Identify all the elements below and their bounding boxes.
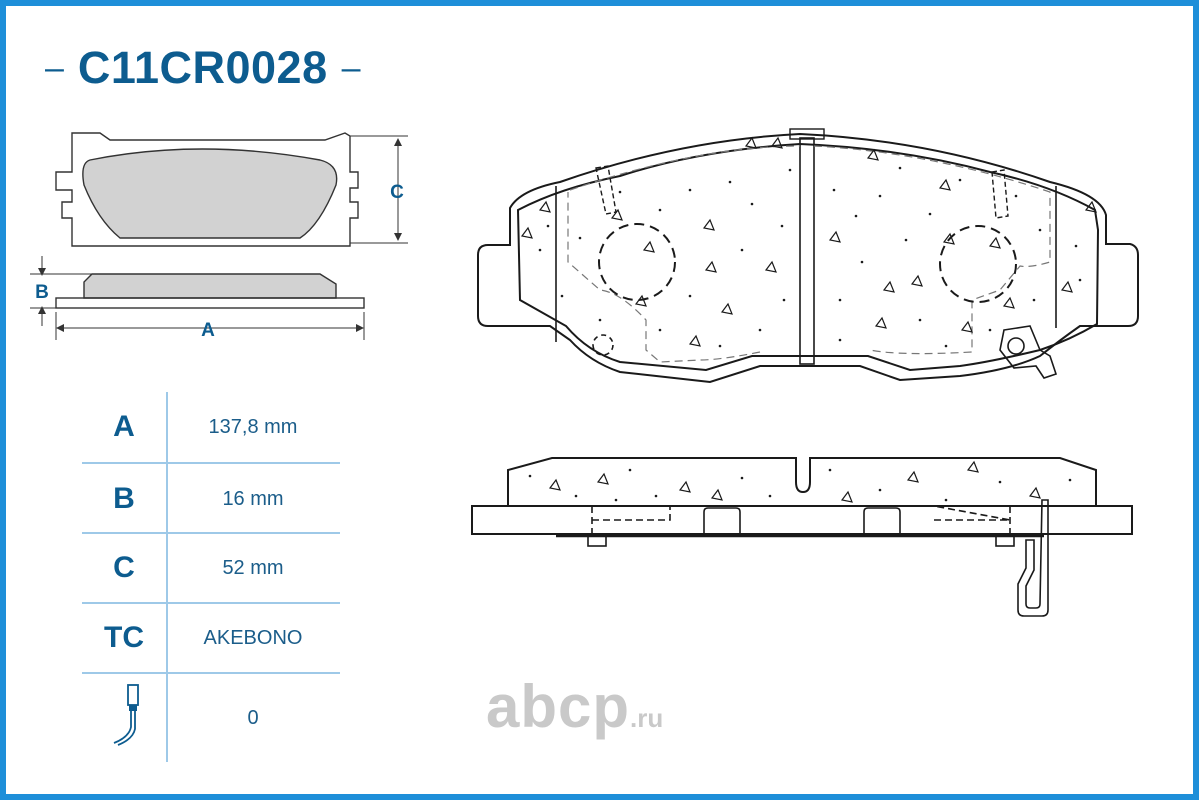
spec-row-tc: TC AKEBONO [82, 604, 340, 672]
dimension-label-c: C [390, 182, 404, 203]
spec-table-divider [166, 392, 168, 762]
spec-separator [82, 462, 340, 464]
spec-key: TC [104, 621, 144, 654]
watermark-logo: abcp .ru [486, 672, 663, 741]
side-view-dots [528, 468, 1072, 502]
watermark-main: abcp [486, 673, 631, 740]
spec-separator [82, 672, 340, 674]
friction-material-dots [538, 166, 1082, 348]
watermark-tld: .ru [630, 703, 664, 733]
spec-table: A 137,8 mm B 16 mm C 52 mm TC AKEBONO 0 [82, 392, 340, 762]
spec-separator [82, 532, 340, 534]
dimension-label-a: A [201, 320, 215, 341]
schematic-front-view [55, 132, 408, 247]
spec-value: 0 [247, 706, 259, 729]
spec-value: 52 mm [222, 556, 284, 579]
spec-row-a: A 137,8 mm [82, 392, 340, 462]
page-title: – C11CR0028 – [45, 38, 361, 98]
part-number: C11CR0028 [77, 42, 328, 93]
spec-value: 137,8 mm [208, 415, 298, 438]
title-dash-left: – [45, 48, 64, 87]
spec-separator [82, 602, 340, 604]
spec-key: A [113, 410, 135, 443]
side-view-texture [548, 460, 1041, 503]
dimension-label-b: B [35, 282, 49, 303]
spec-row-c: C 52 mm [82, 534, 340, 602]
spec-row-b: B 16 mm [82, 464, 340, 534]
wear-sensor-icon [113, 684, 139, 746]
brake-pad-side-view [471, 457, 1133, 617]
friction-material-texture [520, 136, 1097, 347]
spec-key-icon-cell [82, 679, 166, 757]
schematic-side-view [30, 256, 365, 340]
title-dash-right: – [341, 48, 361, 87]
brake-pad-front-view [477, 128, 1139, 384]
spec-row-wear-sensor: 0 [82, 674, 340, 762]
spec-key: B [113, 482, 135, 515]
spec-value: AKEBONO [203, 626, 303, 649]
spec-value: 16 mm [222, 487, 284, 510]
spec-key: C [113, 551, 135, 584]
